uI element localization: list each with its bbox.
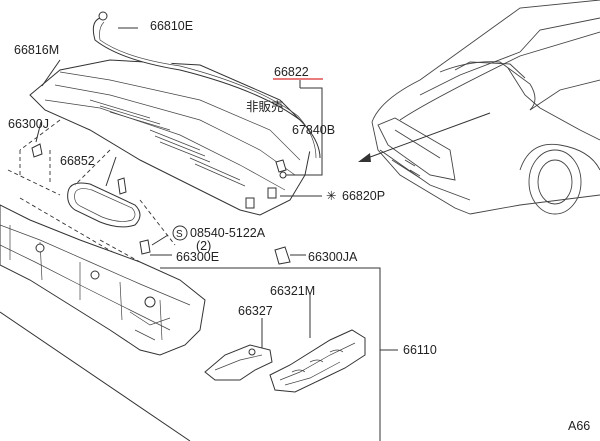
label-66822: 66822	[274, 65, 309, 79]
clip-66300J	[31, 143, 43, 158]
not-available-mark: ✳	[326, 189, 337, 203]
page-reference: A66	[568, 419, 590, 433]
bolts	[117, 177, 291, 265]
bracket-67840B	[275, 87, 323, 179]
label-not-for-sale: 非販売	[246, 99, 284, 114]
label-qty-2: (2)	[196, 239, 211, 253]
label-08540-5122A: 08540-5122A	[190, 226, 266, 240]
label-66300E: 66300E	[176, 250, 219, 264]
seal-66852	[67, 182, 141, 228]
cowl-panel-66110	[0, 204, 206, 356]
part-66327	[204, 318, 273, 381]
car-illustration	[358, 0, 600, 215]
label-66321M: 66321M	[270, 284, 315, 298]
screw-symbol: S	[172, 225, 188, 241]
label-66300JA: 66300JA	[308, 250, 358, 264]
part-66321M	[269, 294, 366, 393]
label-66810E: 66810E	[150, 19, 193, 33]
label-66820P: 66820P	[342, 189, 385, 203]
screw-symbol-letter: S	[176, 229, 183, 240]
label-66816M: 66816M	[14, 43, 59, 57]
weatherstrip-66810E	[92, 11, 321, 159]
lower-frame	[0, 267, 398, 441]
label-66110: 66110	[403, 343, 437, 357]
label-66300J: 66300J	[8, 117, 49, 131]
label-66327: 66327	[238, 304, 273, 318]
label-67840B: 67840B	[292, 123, 335, 137]
label-66852: 66852	[60, 154, 95, 168]
leader-lines	[35, 27, 322, 256]
